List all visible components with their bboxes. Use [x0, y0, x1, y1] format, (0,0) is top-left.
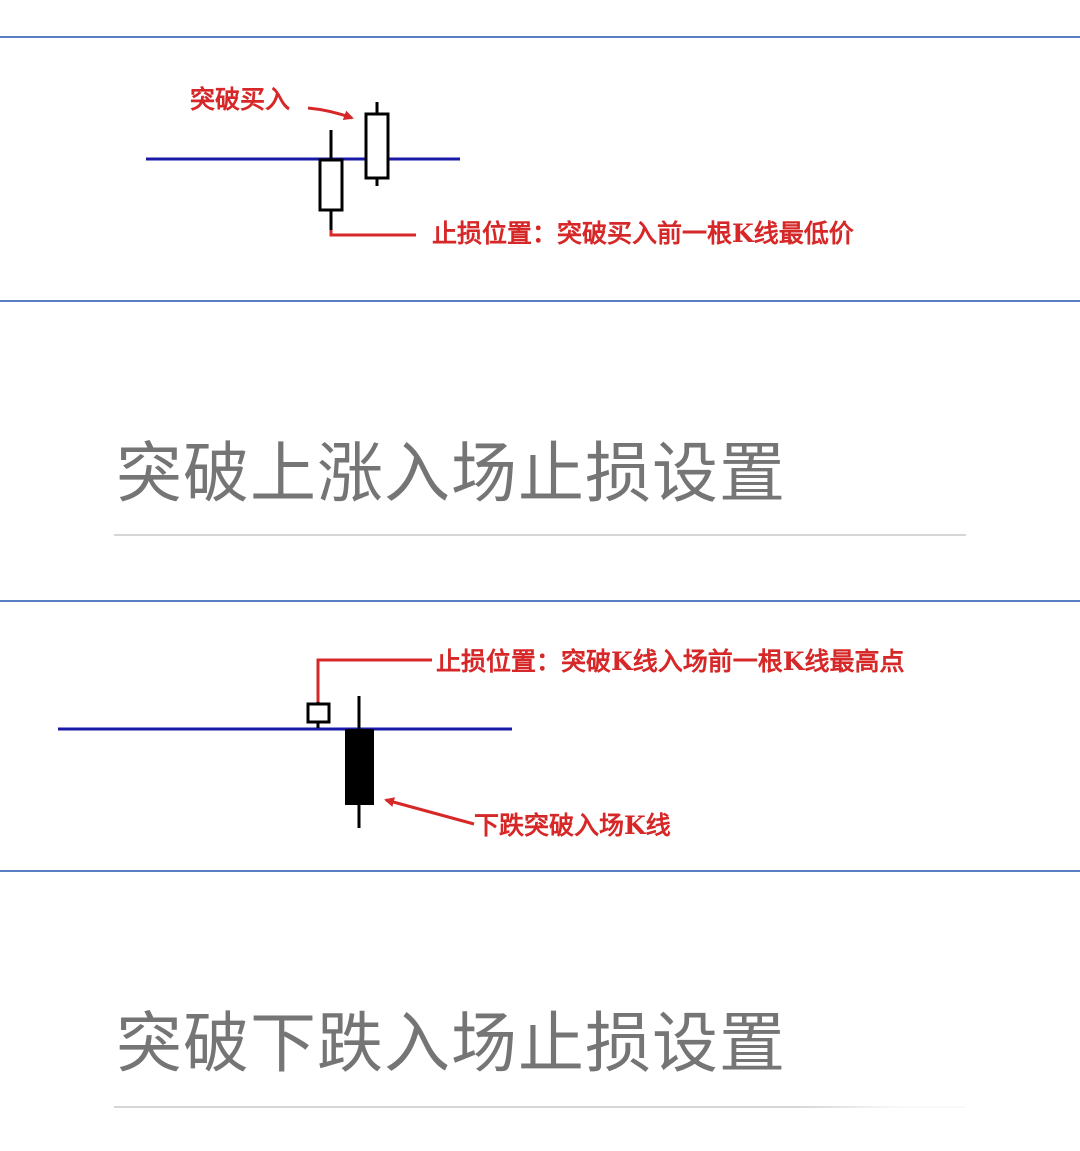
stop-loss-label: 止损位置：突破K线入场前一根K线最高点	[436, 647, 904, 676]
candle-before-breakout	[318, 130, 344, 230]
stop-loss-leader-line	[316, 658, 432, 702]
title-divider	[114, 534, 966, 536]
breakout-buy-label: 突破买入	[190, 85, 290, 114]
breakout-down-diagram: 止损位置：突破K线入场前一根K线最高点 下跌突破入场K线	[0, 600, 1080, 872]
title-divider	[114, 1106, 966, 1108]
breakdown-candle	[345, 696, 374, 828]
breakout-candle	[364, 102, 390, 186]
breakout-buy-arrow	[307, 106, 354, 120]
entry-candle-label: 下跌突破入场K线	[474, 811, 671, 840]
section-title-breakout-down: 突破下跌入场止损设置	[116, 1005, 786, 1082]
stop-loss-leader-line	[329, 230, 416, 237]
watermark-blur	[800, 1058, 1080, 1118]
candle-before-breakout	[306, 702, 331, 728]
breakout-up-diagram: 突破买入 止损位置：突破买入前一根K线最低价	[0, 36, 1080, 302]
stop-loss-label: 止损位置：突破买入前一根K线最低价	[432, 219, 855, 248]
section-title-breakout-up: 突破上涨入场止损设置	[116, 435, 786, 512]
entry-candle-arrow	[384, 797, 475, 826]
breakout-down-chart: 止损位置：突破K线入场前一根K线最高点 下跌突破入场K线	[58, 647, 904, 840]
breakout-up-chart: 突破买入 止损位置：突破买入前一根K线最低价	[146, 85, 855, 248]
